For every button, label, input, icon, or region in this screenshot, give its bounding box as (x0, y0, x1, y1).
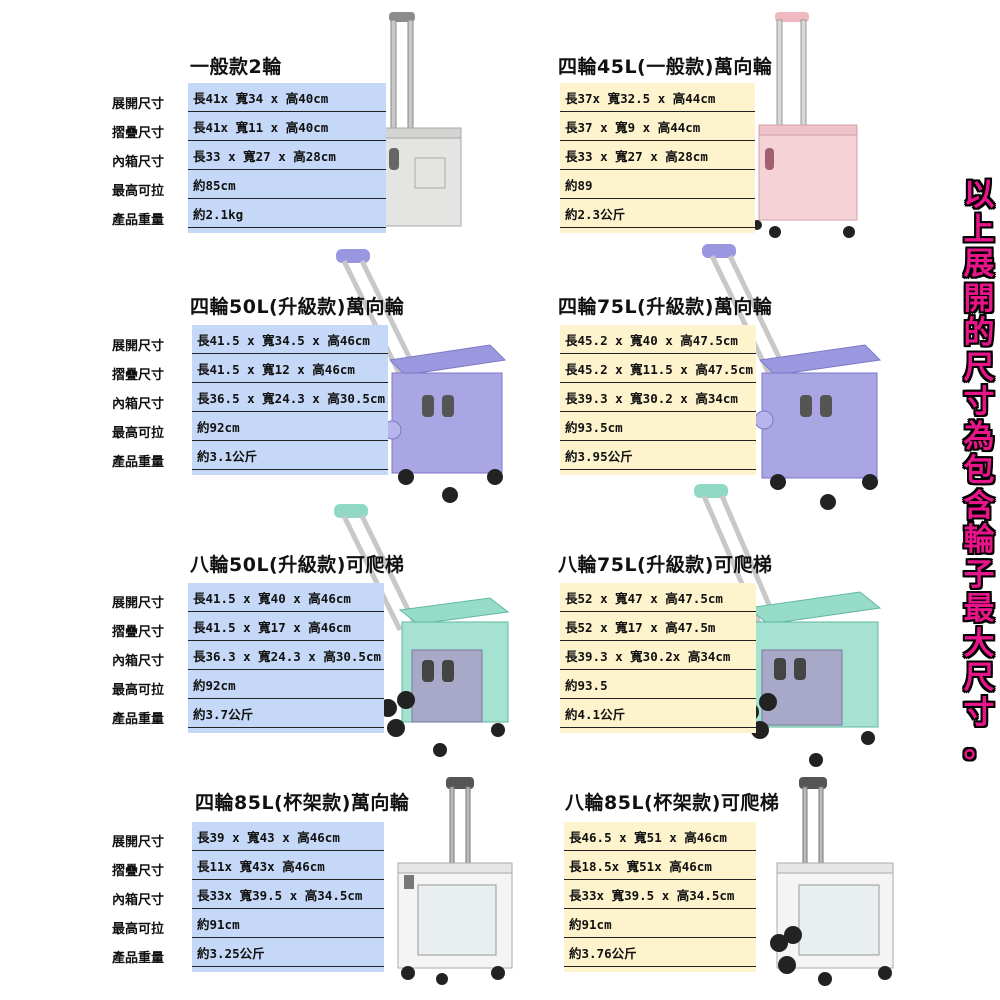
product-title: 四輪85L(杯架款)萬向輪 (195, 792, 410, 814)
label-inner-size: 內箱尺寸 (112, 893, 165, 908)
label-inner-size: 內箱尺寸 (112, 397, 165, 412)
spec-value: 長41.5 x 寬12 x 高46cm (197, 362, 355, 377)
label-expanded-size: 展開尺寸 (112, 97, 165, 112)
label-max-handle: 最高可拉 (112, 683, 165, 698)
spec-value: 長41.5 x 寬34.5 x 高46cm (197, 333, 370, 348)
spec-table: 長45.2 x 寬40 x 高47.5cm 長45.2 x 寬11.5 x 高4… (560, 325, 756, 475)
spec-value: 長33 x 寬27 x 高28cm (193, 149, 336, 164)
spec-table: 長37x 寬32.5 x 高44cm 長37 x 寬9 x 高44cm 長33 … (560, 83, 755, 233)
stair-wheel-icon (770, 926, 802, 974)
spec-value: 長33x 寬39.5 x 高34.5cm (569, 888, 735, 903)
spec-value: 長33 x 寬27 x 高28cm (565, 149, 708, 164)
spec-value: 長39.3 x 寬30.2x 高34cm (565, 649, 731, 664)
label-expanded-size: 展開尺寸 (112, 835, 165, 850)
spec-table: 長46.5 x 寬51 x 高46cm 長18.5x 寬51x 高46cm 長3… (564, 822, 756, 972)
spec-value: 約3.1公斤 (197, 449, 258, 464)
spec-value: 長41.5 x 寬17 x 高46cm (193, 620, 351, 635)
spec-value: 長36.3 x 寬24.3 x 高30.5cm (193, 649, 382, 664)
label-folded-size: 摺疊尺寸 (112, 625, 165, 640)
spec-labels: 展開尺寸 摺疊尺寸 內箱尺寸 最高可拉 產品重量 (112, 325, 192, 470)
spec-value: 長46.5 x 寬51 x 高46cm (569, 830, 727, 845)
spec-value: 長39.3 x 寬30.2 x 高34cm (565, 391, 738, 406)
spec-value: 長41x 寬34 x 高40cm (193, 91, 329, 106)
label-weight: 產品重量 (112, 712, 165, 727)
spec-value: 約3.95公斤 (565, 449, 633, 464)
lavender-75l-cart-image (702, 244, 882, 510)
spec-value: 約2.3公斤 (565, 207, 626, 222)
spec-value: 約93.5cm (565, 420, 623, 435)
spec-table: 長41x 寬34 x 高40cm 長41x 寬11 x 高40cm 長33 x … (188, 83, 386, 233)
spec-value: 長41x 寬11 x 高40cm (193, 120, 329, 135)
spec-labels: 展開尺寸 摺疊尺寸 內箱尺寸 最高可拉 產品重量 (112, 822, 192, 967)
spec-value: 長11x 寬43x 高46cm (197, 859, 325, 874)
product-title: 一般款2輪 (190, 56, 282, 78)
white-cart-image (397, 777, 513, 985)
spec-value: 約92cm (193, 678, 236, 693)
spec-value: 約85cm (193, 178, 236, 193)
spec-table: 長41.5 x 寬34.5 x 高46cm 長41.5 x 寬12 x 高46c… (192, 325, 388, 475)
spec-table: 長41.5 x 寬40 x 高46cm 長41.5 x 寬17 x 高46cm … (188, 583, 384, 733)
spec-table: 長39 x 寬43 x 高46cm 長11x 寬43x 高46cm 長33x 寬… (192, 822, 384, 972)
label-inner-size: 內箱尺寸 (112, 654, 165, 669)
product-title: 四輪45L(一般款)萬向輪 (558, 56, 773, 78)
spec-value: 長41.5 x 寬40 x 高46cm (193, 591, 351, 606)
label-max-handle: 最高可拉 (112, 426, 165, 441)
lavender-cart-image (336, 249, 507, 503)
label-folded-size: 摺疊尺寸 (112, 126, 165, 141)
spec-labels: 展開尺寸 摺疊尺寸 內箱尺寸 最高可拉 產品重量 (112, 83, 192, 228)
product-title: 八輪75L(升級款)可爬梯 (558, 554, 773, 576)
label-max-handle: 最高可拉 (112, 184, 165, 199)
side-note: 以上展開的尺寸為包含輪子最大尺寸。 (963, 177, 995, 765)
spec-value: 約89 (565, 178, 593, 193)
spec-value: 長52 x 寬17 x 高47.5m (565, 620, 716, 635)
spec-value: 長45.2 x 寬11.5 x 高47.5cm (565, 362, 754, 377)
spec-value: 約4.1公斤 (565, 707, 626, 722)
spec-value: 約91cm (569, 917, 612, 932)
spec-value: 約91cm (197, 917, 240, 932)
spec-value: 長39 x 寬43 x 高46cm (197, 830, 340, 845)
product-title: 八輪50L(升級款)可爬梯 (190, 554, 405, 576)
spec-table: 長52 x 寬47 x 高47.5cm 長52 x 寬17 x 高47.5m 長… (560, 583, 756, 733)
label-weight: 產品重量 (112, 455, 165, 470)
spec-value: 長18.5x 寬51x 高46cm (569, 859, 712, 874)
white-8wheel-cart-image (770, 777, 894, 986)
label-weight: 產品重量 (112, 951, 165, 966)
spec-value: 約3.76公斤 (569, 946, 637, 961)
label-max-handle: 最高可拉 (112, 922, 165, 937)
pink-cart-image (752, 12, 858, 238)
spec-value: 約3.7公斤 (193, 707, 254, 722)
mint-cart-image (334, 504, 510, 757)
spec-value: 長37x 寬32.5 x 高44cm (565, 91, 716, 106)
label-expanded-size: 展開尺寸 (112, 339, 165, 354)
spec-value: 約3.25公斤 (197, 946, 265, 961)
product-title: 四輪50L(升級款)萬向輪 (190, 296, 405, 318)
label-expanded-size: 展開尺寸 (112, 596, 165, 611)
spec-value: 約92cm (197, 420, 240, 435)
spec-labels: 展開尺寸 摺疊尺寸 內箱尺寸 最高可拉 產品重量 (112, 583, 192, 728)
spec-value: 約93.5 (565, 678, 608, 693)
label-folded-size: 摺疊尺寸 (112, 864, 165, 879)
product-title: 四輪75L(升級款)萬向輪 (558, 296, 773, 318)
label-inner-size: 內箱尺寸 (112, 155, 165, 170)
product-title: 八輪85L(杯架款)可爬梯 (565, 792, 780, 814)
spec-value: 長33x 寬39.5 x 高34.5cm (197, 888, 363, 903)
spec-value: 約2.1kg (193, 207, 244, 222)
spec-value: 長45.2 x 寬40 x 高47.5cm (565, 333, 738, 348)
spec-value: 長37 x 寬9 x 高44cm (565, 120, 701, 135)
spec-value: 長36.5 x 寬24.3 x 高30.5cm (197, 391, 386, 406)
spec-value: 長52 x 寬47 x 高47.5cm (565, 591, 723, 606)
label-weight: 產品重量 (112, 213, 165, 228)
label-folded-size: 摺疊尺寸 (112, 368, 165, 383)
